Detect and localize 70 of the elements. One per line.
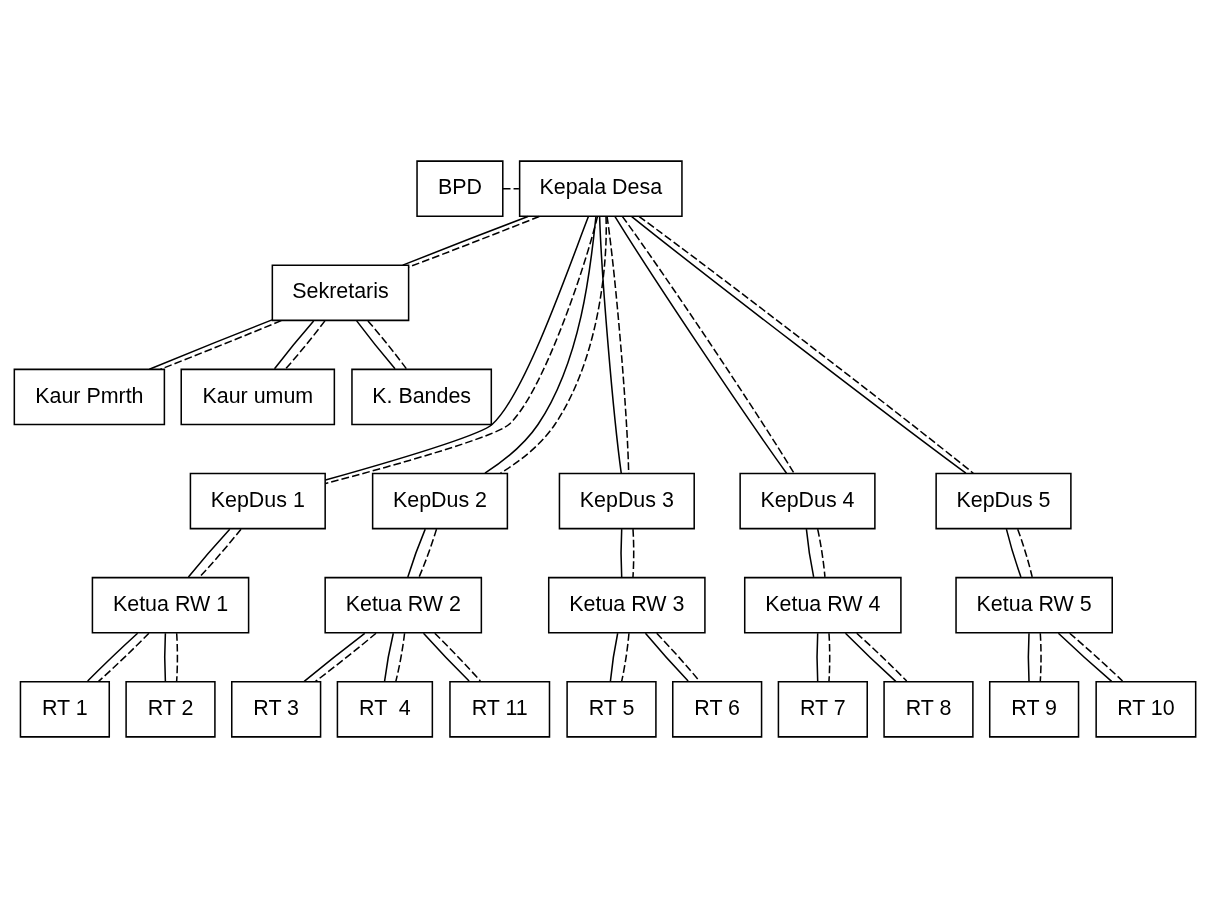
node-box: Ketua RW 4: [743, 576, 902, 634]
connector: [499, 215, 607, 474]
node-box: KepDus 3: [558, 472, 695, 530]
connector: [1068, 632, 1124, 682]
node-box: RT 10: [1095, 681, 1197, 738]
connector: [187, 528, 231, 578]
connector: [609, 632, 619, 682]
connector: [395, 632, 406, 682]
connector: [1027, 632, 1030, 682]
connector: [383, 632, 395, 682]
connector: [303, 632, 366, 683]
connector: [816, 632, 819, 682]
node-box: RT 11: [449, 681, 551, 738]
connector: [175, 632, 179, 682]
connector: [273, 320, 315, 370]
connector: [844, 632, 897, 683]
connector: [1057, 632, 1113, 683]
node-box: KepDus 5: [935, 472, 1072, 530]
connector: [434, 632, 482, 682]
node-box: RT 3: [231, 681, 322, 738]
connector: [1016, 528, 1033, 578]
node-box: Kaur Pmrth: [13, 368, 166, 426]
node-box: RT 5: [566, 681, 657, 738]
node-box: Ketua RW 2: [324, 576, 483, 634]
connector: [816, 528, 826, 578]
node-box: Kepala Desa: [518, 160, 683, 217]
connector: [355, 320, 396, 370]
node-box: Sekretaris: [271, 264, 410, 322]
connector: [632, 528, 635, 578]
node-box: RT 2: [125, 681, 216, 738]
node-box: RT 6: [672, 681, 763, 738]
connector: [484, 215, 597, 474]
connector: [159, 319, 283, 370]
connector: [86, 632, 139, 682]
connector: [418, 528, 438, 578]
connector: [402, 215, 529, 266]
node-box: RT 9: [988, 681, 1080, 738]
connector: [422, 632, 470, 682]
connector: [164, 632, 167, 682]
connector: [97, 632, 150, 683]
connector: [407, 528, 426, 578]
connector: [620, 528, 623, 578]
connector: [855, 632, 908, 682]
node-box: KepDus 4: [739, 472, 876, 530]
node-box: RT 7: [777, 681, 868, 738]
node-box: Ketua RW 5: [955, 576, 1113, 634]
node-box: BPD: [416, 160, 504, 217]
connector: [285, 320, 326, 370]
connector: [655, 632, 701, 682]
connector: [598, 215, 622, 474]
node-box: RT 4: [336, 681, 434, 738]
node-box: KepDus 2: [371, 472, 509, 530]
connector: [1039, 632, 1042, 682]
connector: [644, 632, 689, 682]
connector: [314, 632, 377, 683]
node-box: Ketua RW 3: [547, 576, 706, 634]
connector: [367, 320, 408, 370]
connector: [805, 528, 815, 578]
connector: [828, 632, 831, 682]
connector: [199, 528, 242, 578]
connector: [148, 319, 273, 370]
connector: [620, 632, 630, 682]
node-box: RT 1: [19, 681, 111, 738]
node-box: RT 8: [883, 681, 974, 738]
connector: [1005, 528, 1022, 578]
node-box: Kaur umum: [180, 368, 336, 426]
node-box: KepDus 1: [189, 472, 326, 530]
connector: [502, 187, 520, 190]
node-box: Ketua RW 1: [91, 576, 250, 634]
node-box: K. Bandes: [351, 368, 493, 426]
